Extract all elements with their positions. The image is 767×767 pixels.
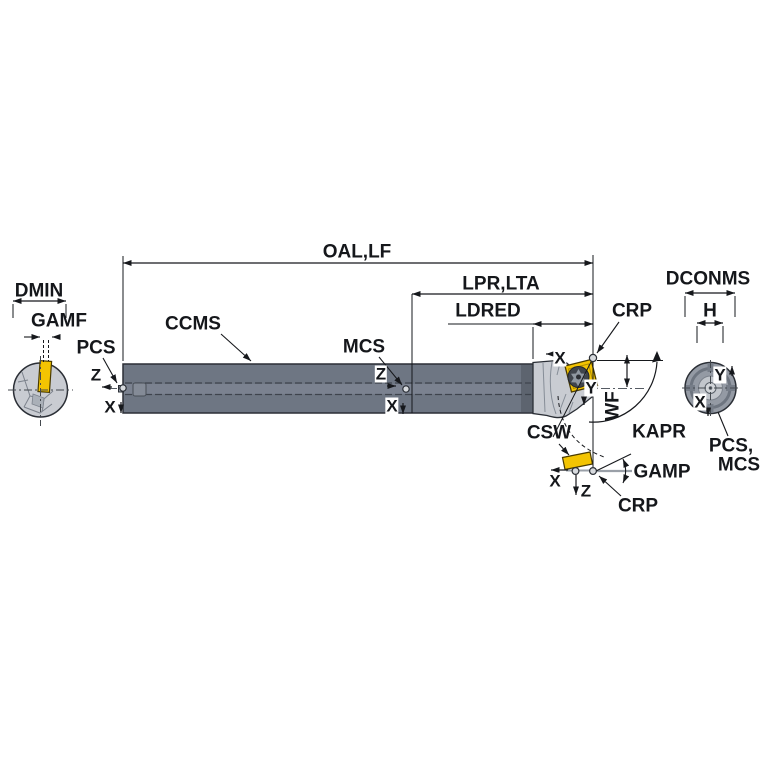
ccms-leader — [220, 333, 252, 362]
pcs-label: PCS — [76, 337, 116, 359]
pcs-mcs-leader — [717, 411, 729, 437]
pcs-z-label: Z — [89, 365, 103, 385]
pcs-mcs-label-line2: MCS — [717, 454, 761, 476]
endview-y-label: Y — [713, 365, 727, 385]
csw-leader — [558, 443, 570, 456]
coolant-groove-lines — [125, 382, 531, 396]
gamp-arc — [622, 458, 630, 484]
pcs-mcs-label-line1: PCS, — [708, 435, 754, 457]
csw-label: CSW — [526, 422, 572, 444]
kapr-label: KAPR — [632, 421, 686, 443]
crp-corner-point — [588, 353, 598, 363]
endview-x-label: X — [693, 392, 707, 412]
mcs-origin-point — [402, 385, 410, 393]
dimension-lines — [12, 255, 736, 497]
ccms-label: CCMS — [165, 313, 221, 335]
cutting-edge-line — [552, 357, 594, 438]
end-view-crosshair — [8, 356, 73, 426]
crp-top-label: CRP — [611, 300, 653, 322]
wf-label: WF — [602, 391, 624, 421]
shank-detail — [132, 382, 147, 397]
mcs-leader — [378, 356, 403, 386]
boring-bar-body — [118, 363, 534, 414]
head-x-label: X — [553, 348, 567, 368]
head-end-crosshair — [682, 360, 739, 417]
mcs-label: MCS — [342, 336, 386, 358]
head-facets — [542, 361, 574, 415]
head-end-view — [682, 360, 739, 417]
gamp-label: GAMP — [633, 461, 691, 483]
dconms-label: DCONMS — [665, 268, 751, 290]
axis-arrows — [102, 351, 735, 495]
dmin-label: DMIN — [14, 280, 64, 302]
h-label: H — [703, 300, 717, 322]
crp-side-view-point — [588, 467, 597, 476]
insert-front-view — [37, 359, 53, 393]
pcs-leader — [102, 357, 118, 384]
crp-bottom-label: CRP — [617, 495, 659, 517]
gamf-angle-lines — [43, 340, 49, 362]
gamf-label: GAMF — [31, 310, 87, 332]
ldred-label: LDRED — [455, 300, 521, 322]
sideview-z-label: Z — [579, 481, 593, 501]
pcs-origin-point — [119, 384, 127, 392]
sideview-x-label: X — [548, 471, 562, 491]
side-view-left-point — [571, 467, 580, 476]
crp-top-leader — [596, 321, 620, 354]
shank-end-view — [8, 356, 73, 426]
gamp-angle-line — [595, 453, 632, 472]
lpr-label: LPR,LTA — [462, 273, 540, 295]
head-y-label: Y — [584, 378, 598, 398]
projection-arc — [557, 395, 605, 458]
mcs-z-label: Z — [374, 364, 388, 384]
mcs-x-label: X — [385, 396, 399, 416]
kapr-arc — [588, 361, 658, 423]
oal-label: OAL,LF — [322, 241, 392, 263]
pcs-x-label: X — [103, 397, 117, 417]
reference-points — [119, 353, 598, 476]
crp-bottom-leader — [598, 475, 622, 497]
